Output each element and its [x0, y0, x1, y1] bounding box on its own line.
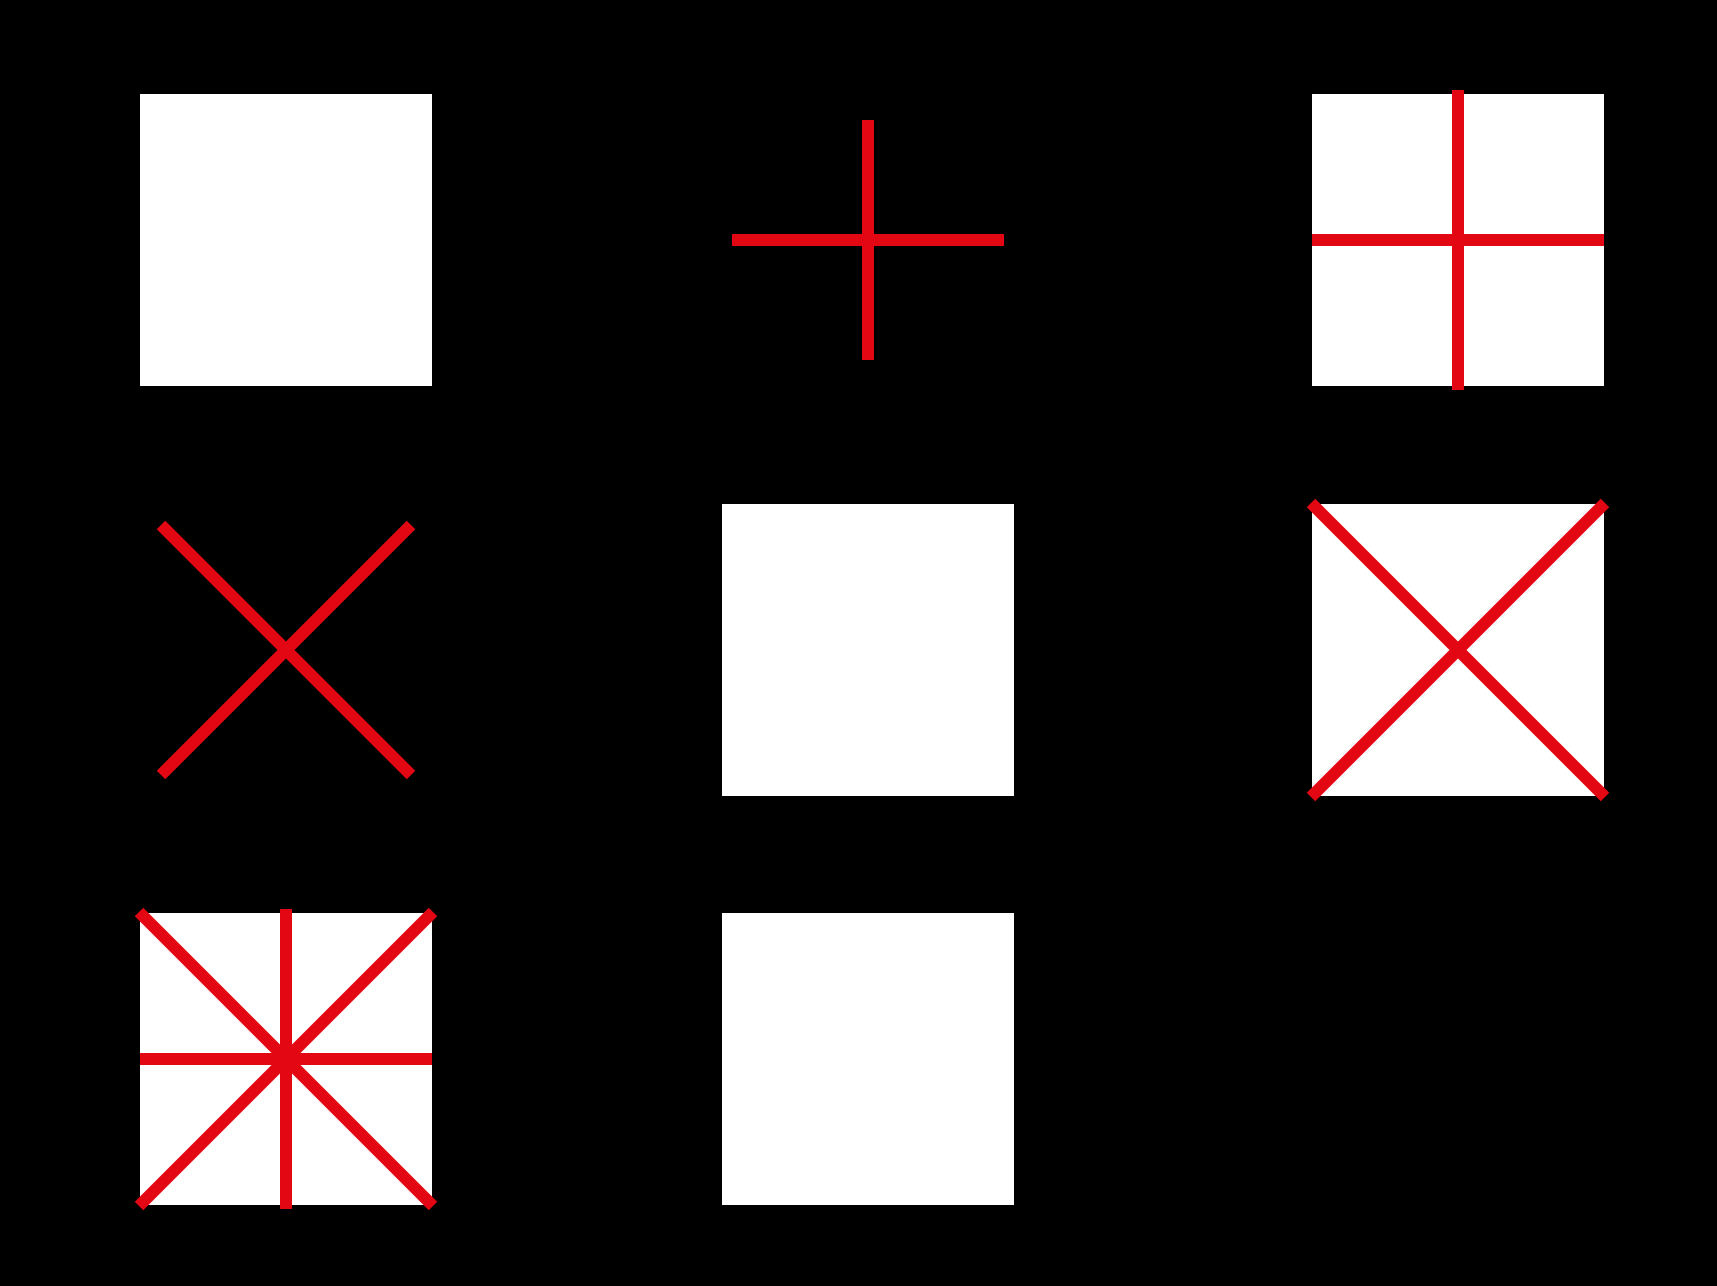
grid-cell-r1-c2 [732, 120, 1004, 360]
grid-cell-r1-c3 [1312, 90, 1604, 390]
puzzle-grid [134, 90, 1610, 1211]
grid-cell-r2-c2 [722, 504, 1014, 796]
red-diagonal-up-line [134, 907, 438, 1211]
red-diagonal-up-line [156, 520, 416, 780]
grid-cell-r2-c1 [156, 520, 416, 780]
grid-cell-r2-c3 [1306, 498, 1610, 802]
grid-cell-r3-c1 [134, 907, 438, 1211]
grid-cell-r3-c2 [722, 913, 1014, 1205]
grid-cell-r1-c1 [140, 94, 432, 386]
white-square [140, 94, 432, 386]
red-diagonal-up-line [1306, 498, 1610, 802]
white-square [722, 504, 1014, 796]
white-square [722, 913, 1014, 1205]
